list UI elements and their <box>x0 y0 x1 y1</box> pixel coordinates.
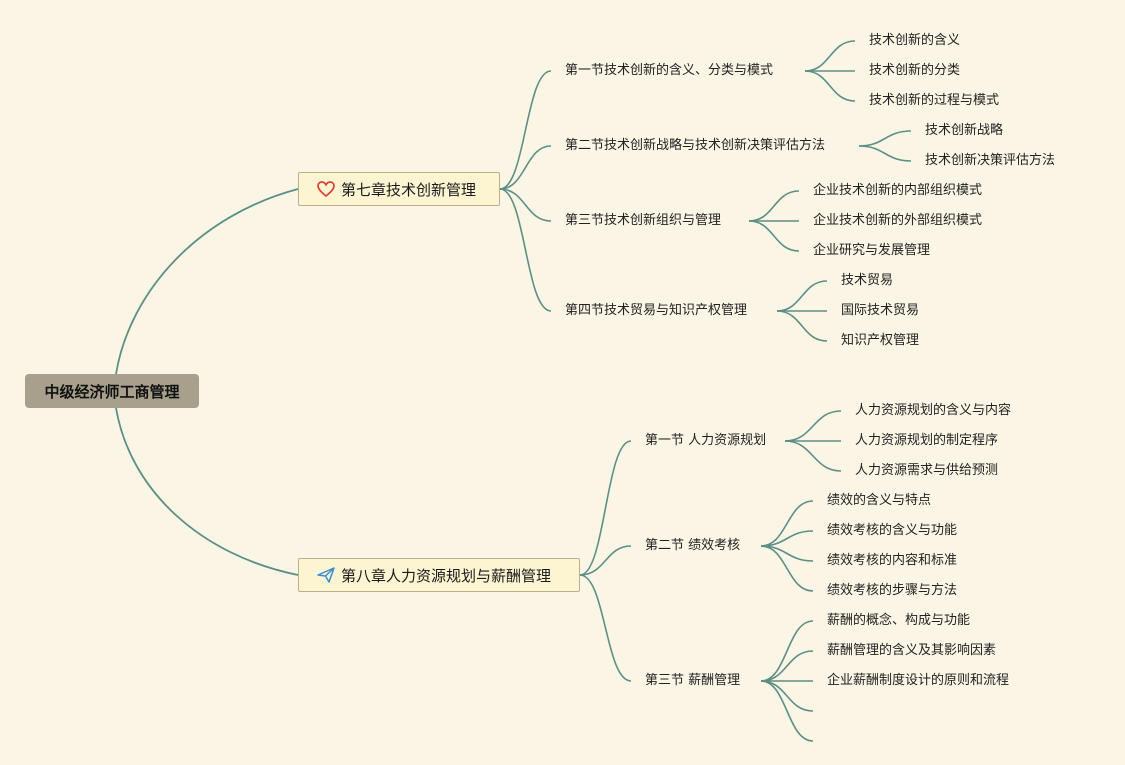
chapter-node-8[interactable]: 第八章人力资源规划与薪酬管理 <box>298 558 580 592</box>
connector-line <box>776 280 828 312</box>
leaf-node[interactable]: 薪酬管理的含义及其影响因素 <box>827 643 997 658</box>
connector-line <box>115 407 299 576</box>
connector-line <box>784 410 842 442</box>
leaf-node[interactable]: 技术创新决策评估方法 <box>925 153 1056 168</box>
leaf-node[interactable]: 技术创新的过程与模式 <box>869 93 1000 108</box>
leaf-node[interactable]: 绩效的含义与特点 <box>827 493 932 508</box>
connector-line <box>579 574 632 682</box>
leaf-node[interactable]: 薪酬的概念、构成与功能 <box>827 613 971 628</box>
leaf-node[interactable]: 技术贸易 <box>841 273 894 288</box>
connector-line <box>784 440 842 472</box>
leaf-node[interactable]: 绩效考核的内容和标准 <box>827 553 958 568</box>
chapter-node-7[interactable]: 第七章技术创新管理 <box>298 172 500 206</box>
connector-line <box>760 680 814 712</box>
paper-plane-icon <box>316 565 336 585</box>
chapter-label: 第七章技术创新管理 <box>341 180 477 199</box>
leaf-node[interactable]: 绩效考核的含义与功能 <box>827 523 958 538</box>
leaf-node[interactable]: 企业研究与发展管理 <box>813 243 931 258</box>
leaf-node[interactable]: 人力资源需求与供给预测 <box>855 463 999 478</box>
leaf-node[interactable]: 技术创新的分类 <box>869 63 961 78</box>
connector-line <box>760 650 814 682</box>
connector-line <box>858 145 912 162</box>
connector-line <box>499 188 552 222</box>
leaf-node[interactable]: 人力资源规划的制定程序 <box>855 433 999 448</box>
connector-line <box>748 190 800 222</box>
section-node[interactable]: 第三节 薪酬管理 <box>645 673 741 688</box>
connector-line <box>748 220 800 252</box>
leaf-node[interactable]: 国际技术贸易 <box>841 303 920 318</box>
leaf-node[interactable]: 企业技术创新的外部组织模式 <box>813 213 983 228</box>
chapter-label: 第八章人力资源规划与薪酬管理 <box>341 566 552 585</box>
section-node[interactable]: 第一节 人力资源规划 <box>645 433 767 448</box>
connector-line <box>858 130 912 147</box>
leaf-node[interactable]: 人力资源规划的含义与内容 <box>855 403 1012 418</box>
section-node[interactable]: 第二节技术创新战略与技术创新决策评估方法 <box>565 138 826 153</box>
root-node[interactable]: 中级经济师工商管理 <box>25 374 199 408</box>
connector-line <box>579 440 632 576</box>
connector-line <box>776 310 828 342</box>
connector-line <box>499 145 552 190</box>
section-node[interactable]: 第一节技术创新的含义、分类与模式 <box>565 63 774 78</box>
section-node[interactable]: 第四节技术贸易与知识产权管理 <box>565 303 748 318</box>
connector-line <box>115 188 299 375</box>
leaf-node[interactable]: 技术创新的含义 <box>869 33 961 48</box>
connector-line <box>760 500 814 547</box>
heart-icon <box>316 179 336 199</box>
connector-line <box>760 620 814 682</box>
connector-line <box>804 40 856 72</box>
leaf-node[interactable]: 企业薪酬制度设计的原则和流程 <box>827 673 1010 688</box>
connector-line <box>804 70 856 102</box>
root-label: 中级经济师工商管理 <box>44 382 180 401</box>
section-node[interactable]: 第二节 绩效考核 <box>645 538 741 553</box>
leaf-node[interactable]: 知识产权管理 <box>841 333 920 348</box>
connector-line <box>499 70 552 190</box>
leaf-node[interactable]: 技术创新战略 <box>925 123 1004 138</box>
section-node[interactable]: 第三节技术创新组织与管理 <box>565 213 722 228</box>
connector-line <box>499 188 552 312</box>
connector-line <box>579 545 632 576</box>
connector-line <box>760 545 814 592</box>
connector-line <box>760 680 814 742</box>
leaf-node[interactable]: 绩效考核的步骤与方法 <box>827 583 958 598</box>
leaf-node[interactable]: 企业技术创新的内部组织模式 <box>813 183 983 198</box>
